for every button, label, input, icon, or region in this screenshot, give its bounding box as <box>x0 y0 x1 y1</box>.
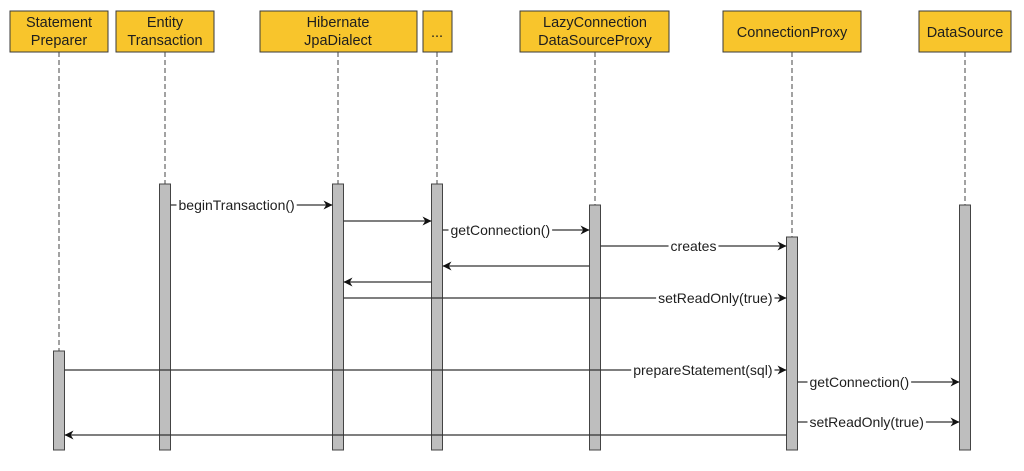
message-label: prepareStatement(sql) <box>633 362 772 378</box>
label-background <box>807 373 912 390</box>
label-background <box>631 361 775 378</box>
participant-dots: ... <box>422 10 453 53</box>
label-background <box>656 289 775 306</box>
activation-bar-sp <box>53 350 65 451</box>
label-background <box>668 237 719 254</box>
participant-label: ConnectionProxy <box>737 25 848 41</box>
participant-label: Statement <box>26 15 92 31</box>
participant-box <box>722 10 862 53</box>
label-background <box>176 196 297 213</box>
participant-box <box>115 10 215 53</box>
participant-box <box>422 10 453 53</box>
message-label: getConnection() <box>451 222 551 238</box>
activation-bar-dots <box>431 183 443 451</box>
message-arrow: setReadOnly(true) <box>343 289 787 306</box>
message-arrow: getConnection() <box>797 373 960 390</box>
participant-box <box>918 10 1012 53</box>
participant-label: ... <box>431 25 443 41</box>
activation-bar-ds <box>959 204 971 451</box>
label-background <box>448 221 553 238</box>
participant-label: Entity <box>147 15 184 31</box>
message-arrow: prepareStatement(sql) <box>64 361 787 378</box>
participant-label: JpaDialect <box>304 33 372 49</box>
participant-label: Hibernate <box>307 15 370 31</box>
participant-label: DataSourceProxy <box>538 33 652 49</box>
message-arrow: creates <box>600 237 787 254</box>
participant-label: Preparer <box>31 33 88 49</box>
activation-bar-hj <box>332 183 344 451</box>
participant-cp: ConnectionProxy <box>722 10 862 53</box>
activation-bar-lc <box>589 204 601 451</box>
participant-box <box>519 10 670 53</box>
participant-ds: DataSource <box>918 10 1012 53</box>
message-label: beginTransaction() <box>179 197 295 213</box>
activation-bar-cp <box>786 236 798 451</box>
message-arrow: getConnection() <box>442 221 590 238</box>
label-background <box>807 413 926 430</box>
message-label: setReadOnly(true) <box>810 414 924 430</box>
message-label: creates <box>671 238 717 254</box>
participant-label: DataSource <box>927 25 1004 41</box>
message-label: getConnection() <box>810 374 910 390</box>
participant-label: LazyConnection <box>543 15 647 31</box>
activation-bar-et <box>159 183 171 451</box>
message-arrow: setReadOnly(true) <box>797 413 960 430</box>
participant-label: Transaction <box>127 33 202 49</box>
participant-box <box>9 10 109 53</box>
message-arrow: beginTransaction() <box>170 196 333 213</box>
message-label: setReadOnly(true) <box>658 290 772 306</box>
